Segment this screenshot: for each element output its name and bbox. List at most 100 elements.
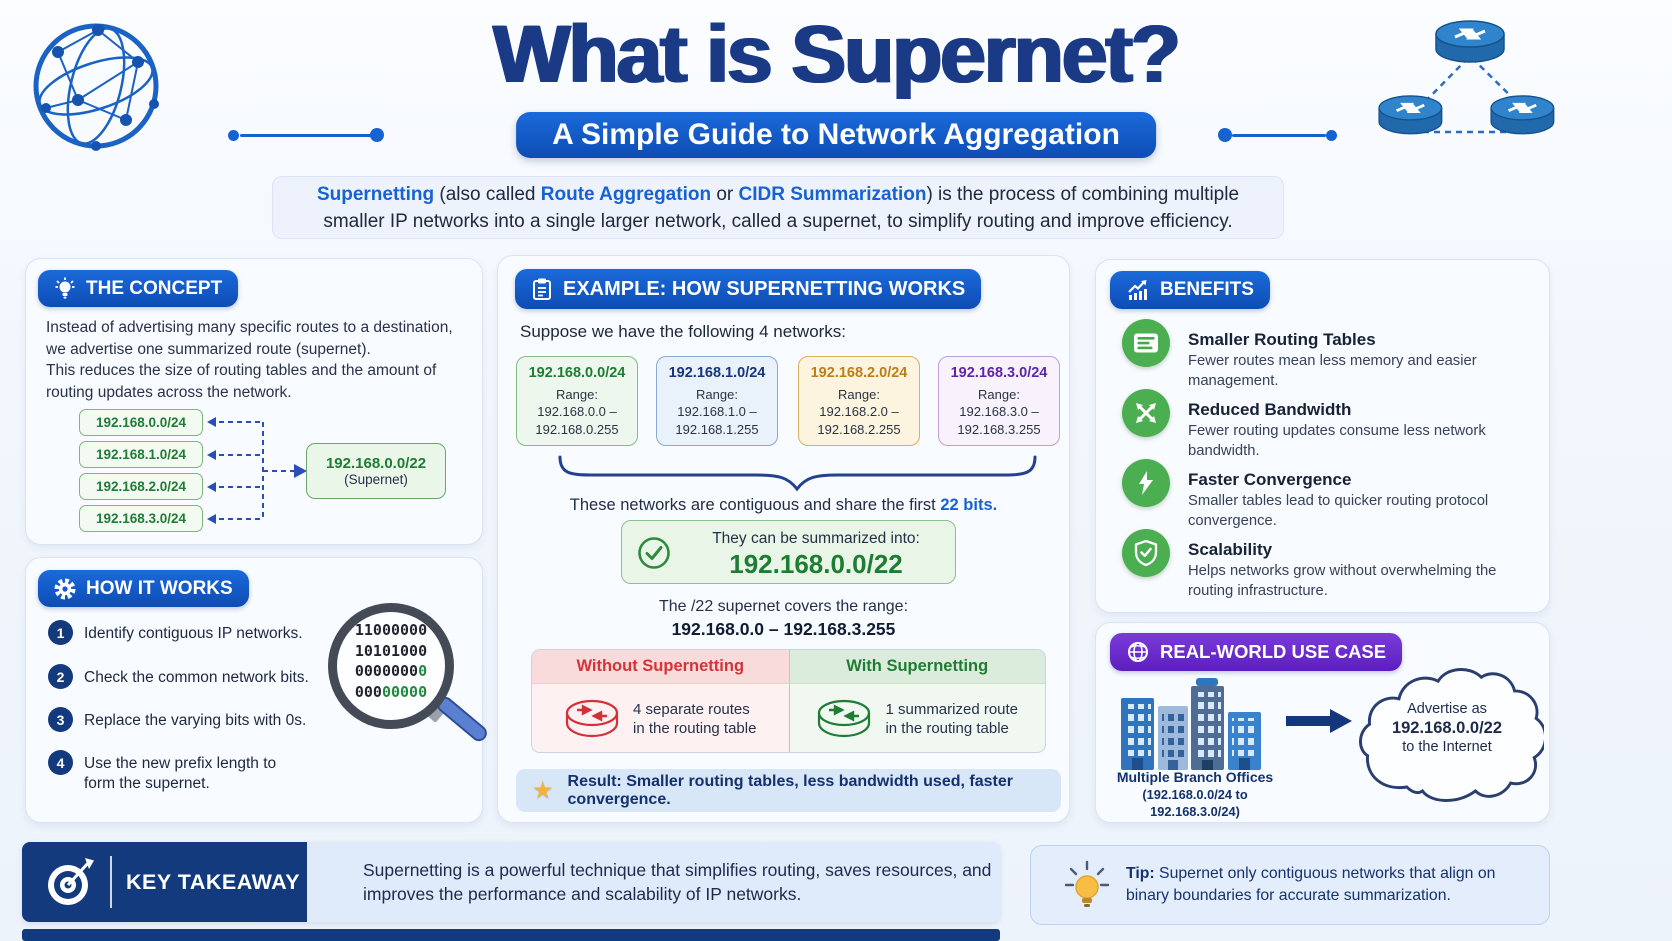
lightbulb-tip-icon [1064,860,1110,907]
example-card: EXAMPLE: HOW SUPERNETTING WORKS Suppose … [497,255,1070,823]
router-icon [1378,95,1443,135]
with-supernetting-header: With Supernetting [788,650,1045,684]
step-number: 1 [48,620,73,645]
with-supernetting-cell: 1 summarized route in the routing table [788,684,1045,752]
subtitle-text: A Simple Guide to Network Aggregation [552,118,1120,151]
cloud-icon [1359,668,1544,802]
step-number: 3 [48,707,73,732]
connector-dot [1326,130,1337,141]
router-icon [1435,20,1505,63]
example-network-card: 192.168.1.0/24 Range: 192.168.1.0 – 192.… [656,356,778,446]
page-title: What is Supernet? [493,9,1181,100]
connector-dot [228,130,239,141]
summary-cidr: 192.168.0.0/22 [729,549,903,579]
summary-label: They can be summarized into: [712,530,920,547]
step-text: Replace the varying bits with 0s. [84,712,307,729]
star-icon: ★ [532,777,554,804]
supernet-label: (Supernet) [344,472,408,487]
use-case-header: REAL-WORLD USE CASE [1110,633,1403,671]
check-circle-icon [638,537,670,569]
concept-paragraph-1: Instead of advertising many specific rou… [46,319,453,358]
magnifier-icon [328,603,454,729]
key-takeaway-bar: KEY TAKEAWAY Supernetting is a powerful … [22,842,1000,922]
concept-supernet-box: 192.168.0.0/22 (Supernet) [306,443,446,499]
connector-dot [370,128,384,142]
globe-icon [1128,642,1148,662]
cloud-line2: 192.168.0.0/22 [1391,719,1503,737]
shield-check-icon [1134,539,1158,567]
concept-network-3: 192.168.2.0/24 [79,473,203,500]
benefit-icon-circle [1122,529,1170,577]
target-icon [48,858,94,905]
connector-dot [1218,128,1232,142]
cell-text: 4 separate routes in the routing table [633,701,757,737]
brace-graphic [558,455,1037,492]
concept-network-4: 192.168.3.0/24 [79,505,203,532]
step-text: Use the new prefix length to form the su… [84,755,277,792]
contiguous-note: These networks are contiguous and share … [569,496,998,514]
tip-text: Tip: Supernet only contiguous networks t… [1126,865,1496,904]
binary-line: 10101000 [354,641,428,660]
concept-header: THE CONCEPT [38,270,239,307]
key-takeaway-text: Supernetting is a powerful technique tha… [363,860,992,904]
covers-label: The /22 supernet covers the range: [658,598,909,615]
tip-box: Tip: Supernet only contiguous networks t… [1030,845,1550,925]
example-network-card: 192.168.3.0/24 Range: 192.168.3.0 – 192.… [938,356,1060,446]
routers-cluster-icon [1378,20,1555,135]
benefits-card: BENEFITS Smaller Routing Tables Fewer ro… [1095,259,1550,613]
router-icon [1490,95,1555,135]
binary-line: 00000000 [354,662,428,680]
benefit-title: Reduced Bandwidth [1188,400,1352,419]
supernet-cidr: 192.168.0.0/22 [325,455,427,472]
intro-line1: Supernetting (also called Route Aggregat… [316,183,1240,205]
covers-range: 192.168.0.0 – 192.168.3.255 [671,619,896,639]
divider [110,856,112,908]
use-case-card: REAL-WORLD USE CASE Multiple Branch Offi… [1095,622,1550,823]
lightning-icon [1139,471,1153,495]
clipboard-icon [533,278,551,300]
benefit-desc: Fewer routing updates consume less netwo… [1188,423,1486,459]
binary-line: 00000000 [354,682,428,701]
summary-box: They can be summarized into: 192.168.0.0… [621,520,956,584]
benefit-desc: Smaller tables lead to quicker routing p… [1188,493,1489,529]
benefit-title: Faster Convergence [1188,470,1352,489]
how-it-works-header: HOW IT WORKS [38,570,249,607]
benefit-icon-circle [1122,319,1170,367]
example-lead: Suppose we have the following 4 networks… [520,322,847,341]
routing-table-icon [1134,333,1158,353]
concept-card: THE CONCEPT Instead of advertising many … [25,258,483,545]
network-globe-icon [33,23,159,151]
benefit-desc: Fewer routes mean less memory and easier… [1188,353,1477,389]
benefit-title: Scalability [1188,540,1273,559]
result-text: Result: Smaller routing tables, less ban… [567,772,1013,808]
buildings-icon [1121,678,1261,770]
benefit-title: Smaller Routing Tables [1188,330,1376,349]
aggregation-arrows [207,417,307,524]
connector-line-left [240,134,372,137]
gear-icon [54,578,76,599]
example-header: EXAMPLE: HOW SUPERNETTING WORKS [515,269,982,309]
subtitle-pill: A Simple Guide to Network Aggregation [516,112,1156,158]
binary-address: 11000000 10101000 00000000 00000000 [334,620,448,702]
concept-paragraph-2: This reduces the size of routing tables … [46,362,437,401]
benefit-icon-circle [1122,459,1170,507]
result-bar: ★ Result: Smaller routing tables, less b… [516,769,1061,812]
concept-network-2: 192.168.1.0/24 [79,441,203,468]
router-icon [565,699,619,738]
footer-strip [22,929,1000,941]
without-supernetting-cell: 4 separate routes in the routing table [532,684,789,752]
intro-line2: smaller IP networks into a single larger… [323,210,1233,232]
step-text: Identify contiguous IP networks. [84,625,303,642]
growth-chart-icon [1128,280,1147,300]
example-network-card: 192.168.0.0/24 Range: 192.168.0.0 – 192.… [516,356,638,446]
key-takeaway-label-block: KEY TAKEAWAY [22,842,307,922]
benefit-desc: Helps networks grow without overwhelming… [1188,563,1497,599]
crossed-arrows-icon [1136,403,1156,423]
without-supernetting-header: Without Supernetting [532,650,789,684]
benefits-header: BENEFITS [1110,271,1270,309]
lightbulb-icon [55,277,75,299]
binary-line: 11000000 [354,621,428,639]
example-network-card: 192.168.2.0/24 Range: 192.168.2.0 – 192.… [798,356,920,446]
connector-line-right [1232,134,1326,137]
